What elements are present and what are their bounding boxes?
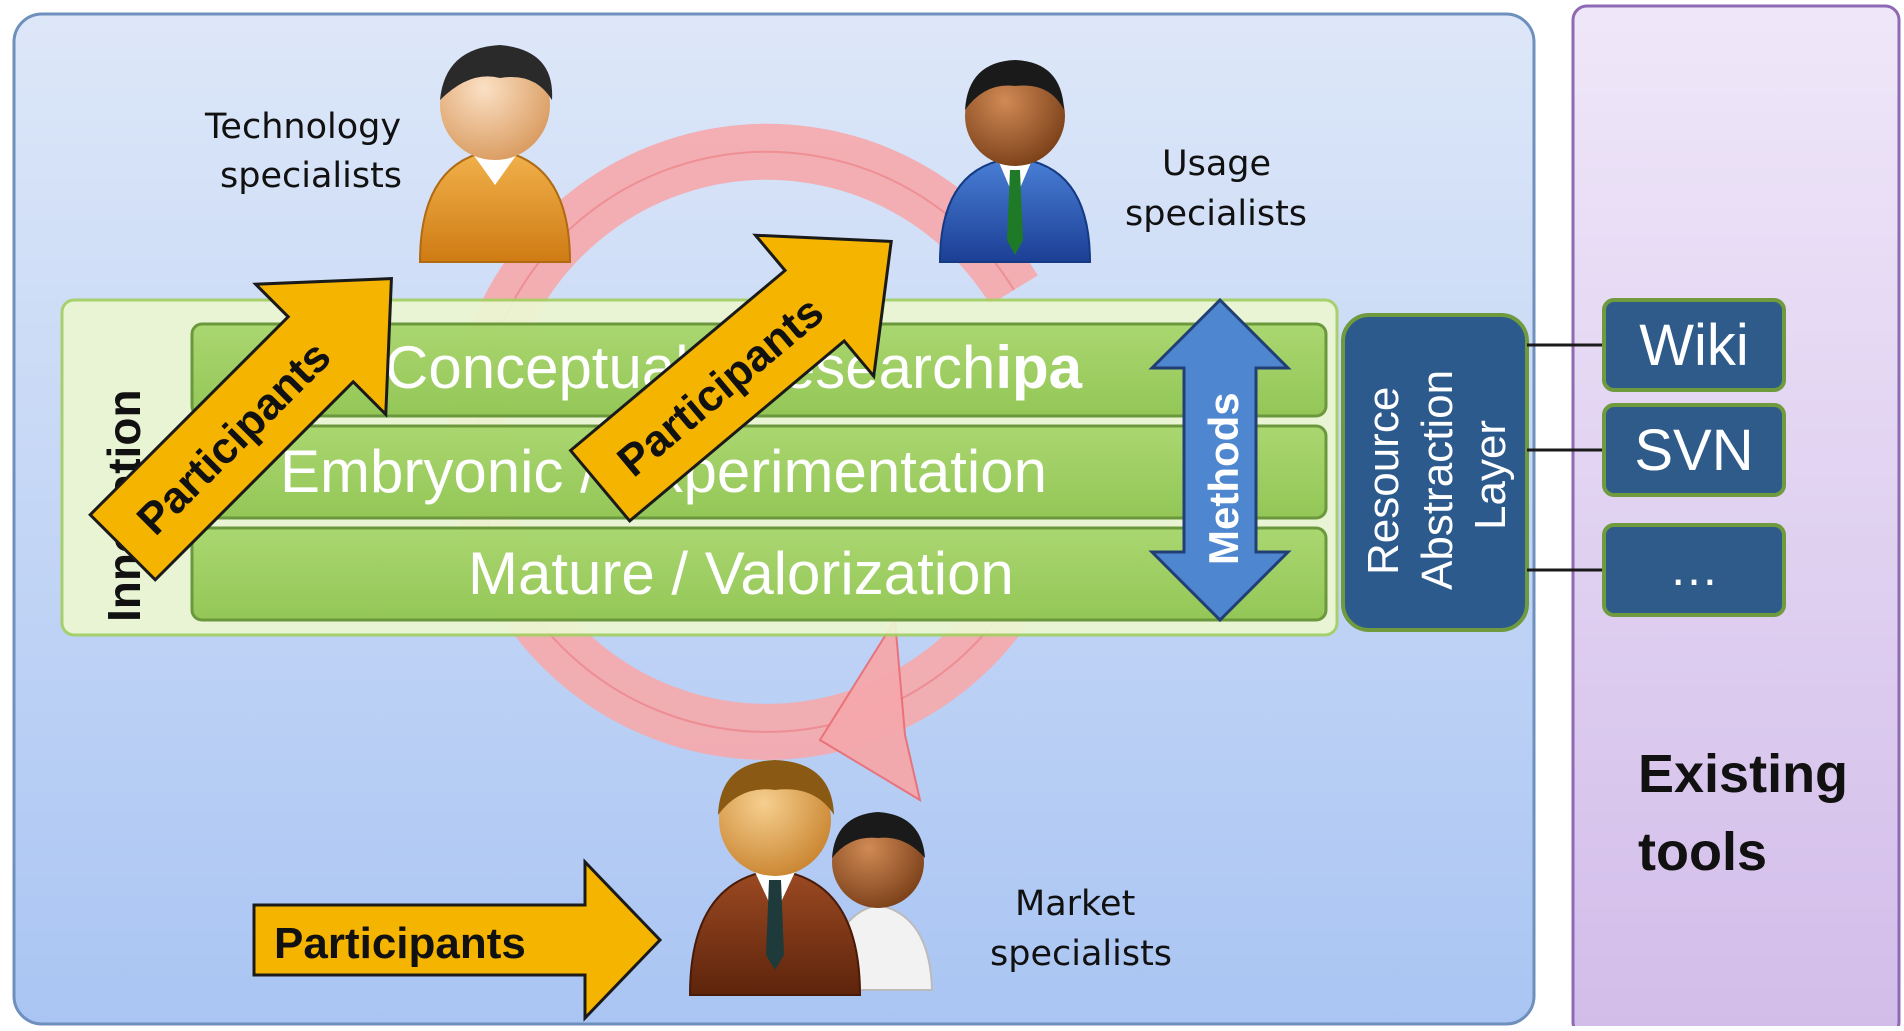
ral-line2: Abstraction — [1413, 370, 1462, 590]
participants-arrow-market: Participants — [252, 858, 663, 1022]
technology-label-line2: specialists — [220, 156, 402, 196]
methods-arrow: Methods — [1148, 297, 1292, 623]
tool-svn-label: SVN — [1634, 418, 1753, 483]
people-group-icon — [688, 760, 934, 996]
ral-line3: Layer — [1466, 420, 1515, 530]
existing-tools-title-line1: Existing — [1638, 744, 1848, 804]
existing-tools-panel — [1571, 4, 1901, 1031]
person-orange-icon — [418, 45, 572, 263]
tool-more: … — [1602, 523, 1786, 617]
resource-abstraction-layer: Resource Abstraction Layer — [1341, 313, 1529, 632]
tool-more-label: … — [1669, 540, 1719, 596]
stage-embryonic: Embryonic / Experimentation — [190, 424, 1328, 520]
market-label-line2: specialists — [990, 934, 1172, 974]
stage-conceptual-suffix: ipa — [995, 334, 1082, 401]
tool-wiki: Wiki — [1602, 298, 1786, 392]
usage-label-line1: Usage — [1162, 144, 1271, 184]
cycle-arrowhead — [818, 616, 922, 803]
ral-line1: Resource — [1359, 387, 1408, 575]
participants-label-3: Participants — [274, 919, 526, 968]
stage-mature: Mature / Valorization — [190, 526, 1328, 622]
tool-svn: SVN — [1602, 403, 1786, 497]
methods-label: Methods — [1200, 392, 1247, 565]
person-businessman-icon — [938, 60, 1092, 263]
stage-mature-label: Mature / Valorization — [468, 540, 1014, 607]
technology-label-line1: Technology — [204, 107, 401, 147]
market-label-line1: Market — [1015, 884, 1135, 924]
existing-tools-title-line2: tools — [1638, 822, 1767, 882]
usage-label-line2: specialists — [1125, 194, 1307, 234]
tool-wiki-label: Wiki — [1639, 313, 1749, 378]
